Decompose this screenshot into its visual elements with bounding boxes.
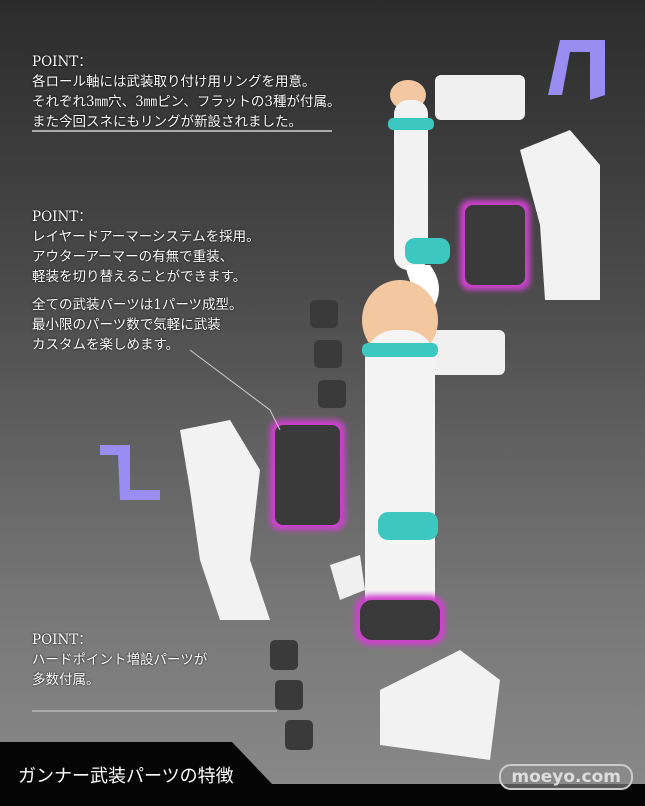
hardpoint-parts [270,300,346,750]
point-block-2: POINT： レイヤードアーマーシステムを採用。 アウターアーマーの有無で重装、… [32,207,260,355]
boot-part [360,600,440,640]
point-line: 全ての武装パーツは1パーツ成型。 [32,297,243,313]
divider [32,130,332,132]
point-heading: POINT： [32,632,92,648]
divider [32,710,277,712]
point-line: 軽装を切り替えることができます。 [32,269,247,285]
foot-armor-part [380,650,500,760]
white-connector-part-2 [430,330,505,375]
point-line: レイヤードアーマーシステムを採用。 [32,229,260,245]
dark-armor-part [465,205,525,285]
point-line: それぞれ3㎜穴、3㎜ピン、フラットの3種が付属。 [32,94,341,110]
arm-ring [388,118,434,130]
white-leg-armor [180,420,270,620]
point-line: 各ロール軸には武装取り付け用リングを用意。 [32,74,316,90]
wrist-ring [405,238,450,264]
point-heading: POINT： [32,54,92,70]
thigh-ring [362,343,438,357]
purple-clip-part-2 [100,445,160,500]
title-banner [0,742,645,806]
point-line: また今回スネにもリングが新設されました。 [32,114,302,130]
point-line: カスタムを楽しめます。 [32,337,180,353]
point-line: アウターアーマーの有無で重装、 [32,249,234,265]
point-line: 多数付属。 [32,672,100,688]
purple-clip-part [548,40,605,100]
banner-title: ガンナー武装パーツの特徴 [18,766,234,787]
shin-ring [378,512,438,540]
point-heading: POINT： [32,209,92,225]
point-line: ハードポイント増設パーツが [32,652,208,668]
white-armor-part [520,130,600,300]
dark-hip-armor [275,425,340,525]
hand-part [405,265,439,305]
watermark: moeyo.com [499,764,633,790]
point-block-3: POINT： ハードポイント増設パーツが 多数付属。 [32,630,207,690]
point-line: 最小限のパーツ数で気軽に武装 [32,317,221,333]
small-white-part [330,555,365,600]
white-connector-part [435,75,525,120]
arm-part [394,100,428,270]
leg-part [365,330,435,630]
point-block-1: POINT： 各ロール軸には武装取り付け用リングを用意。 それぞれ3㎜穴、3㎜ピ… [32,52,340,132]
